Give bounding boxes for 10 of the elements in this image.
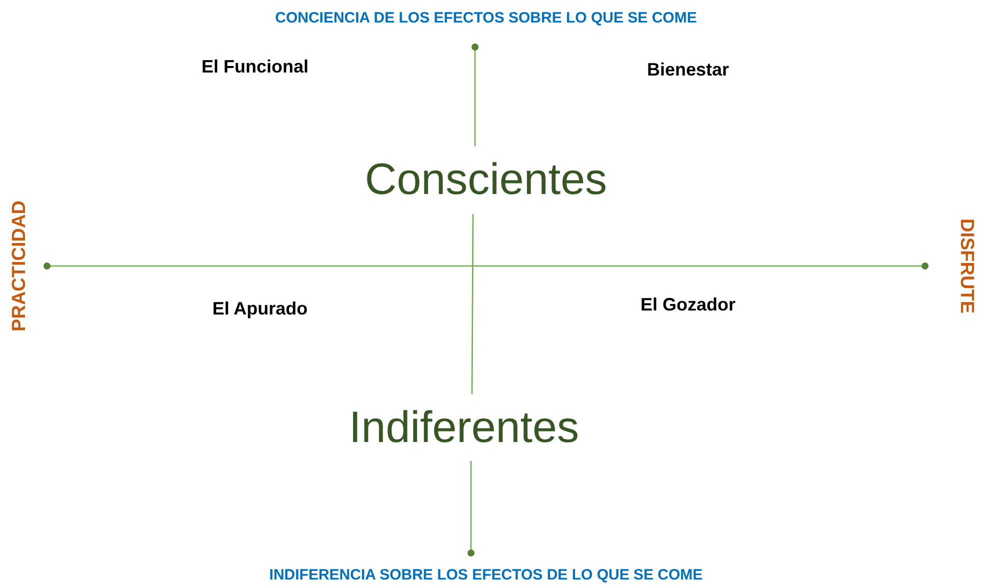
axis-title: CONCIENCIA DE LOS EFECTOS SOBRE LO QUE SE COME [275, 10, 697, 26]
quadrant-label: El Apurado [212, 298, 308, 320]
axis-title: DISFRUTE [955, 218, 977, 314]
quadrant-label: El Gozador [640, 294, 736, 316]
axis-title: PRACTICIDAD [9, 200, 31, 332]
quadrant-label: Bienestar [646, 60, 730, 80]
axis-title: INDIFERENCIA SOBRE LOS EFECTOS DE LO QUE SE COME [269, 566, 703, 584]
quadrant-label: El Funcional [202, 56, 308, 78]
segment-title: Indiferentes [349, 403, 579, 453]
segment-title: Conscientes [364, 155, 608, 205]
